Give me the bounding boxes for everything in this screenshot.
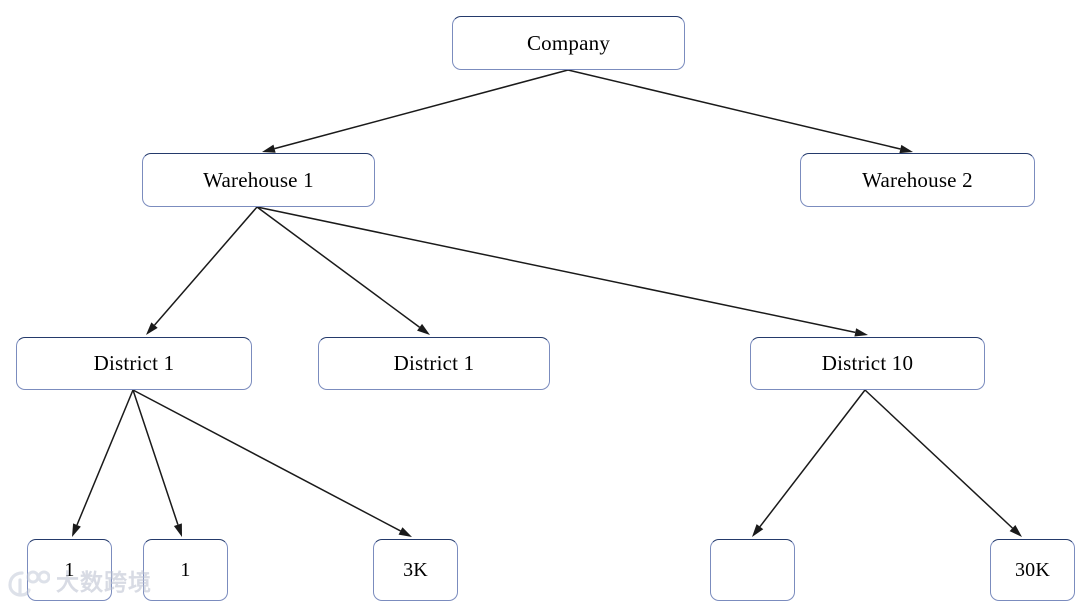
node-leafempty[interactable] [710, 539, 795, 601]
node-label-warehouse1: Warehouse 1 [203, 167, 314, 192]
node-label-district1a: District 1 [93, 351, 175, 375]
edge-warehouse1-to-district1a [146, 206, 258, 335]
node-leaf3k[interactable]: 3K [373, 539, 458, 601]
node-warehouse2[interactable]: Warehouse 2 [800, 153, 1035, 207]
edge-warehouse1-to-district10 [256, 206, 868, 337]
node-leaf1[interactable]: 1 [27, 539, 112, 601]
node-district1a[interactable]: District 1 [16, 337, 252, 390]
node-warehouse1[interactable]: Warehouse 1 [142, 153, 375, 207]
node-label-leaf2: 1 [180, 559, 191, 581]
node-label-warehouse2: Warehouse 2 [862, 167, 973, 192]
edge-company-to-warehouse2 [567, 69, 913, 154]
edge-warehouse1-to-district1b [256, 206, 430, 335]
node-company[interactable]: Company [452, 16, 685, 70]
node-label-leaf1: 1 [64, 559, 75, 581]
node-label-company: Company [526, 30, 611, 55]
node-label-leaf3k: 3K [403, 559, 428, 581]
edge-district10-to-leafempty [752, 389, 866, 537]
edge-company-to-warehouse1 [262, 69, 569, 153]
node-label-district10: District 10 [821, 351, 914, 375]
node-district10[interactable]: District 10 [750, 337, 985, 390]
node-label-district1b: District 1 [393, 351, 475, 375]
edge-district1a-to-leaf3k [132, 389, 412, 537]
node-label-leaf30k: 30K [1014, 559, 1051, 581]
edge-district1a-to-leaf1 [72, 389, 134, 537]
node-district1b[interactable]: District 1 [318, 337, 550, 390]
edge-district10-to-leaf30k [864, 389, 1022, 537]
node-leaf30k[interactable]: 30K [990, 539, 1075, 601]
node-leaf2[interactable]: 1 [143, 539, 228, 601]
edge-district1a-to-leaf2 [132, 389, 182, 537]
